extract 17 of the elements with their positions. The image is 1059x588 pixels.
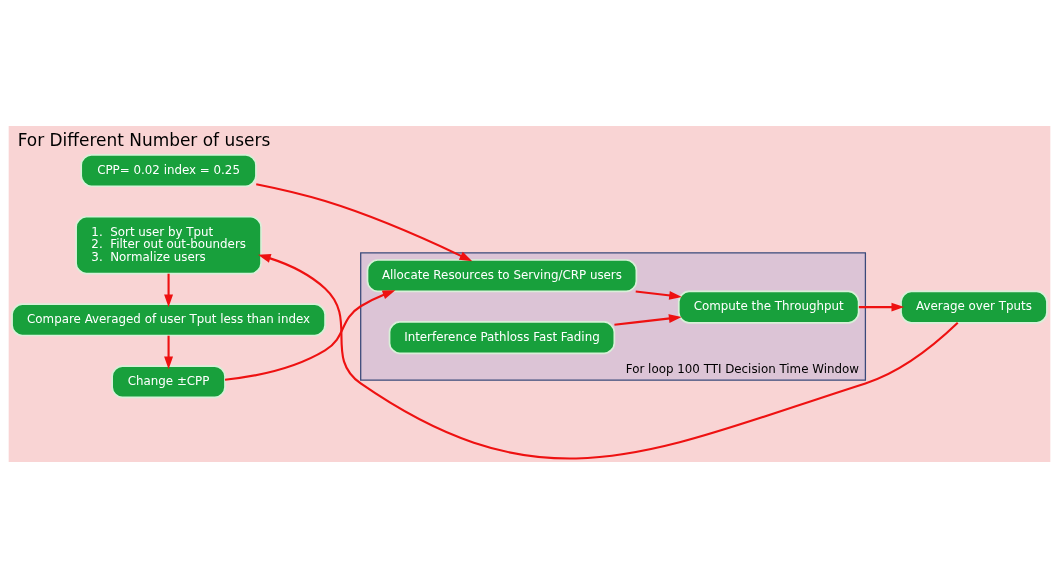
node-box: Compare Averaged of user Tput less than index	[11, 303, 326, 337]
arrow	[614, 314, 682, 326]
node-box: 1. Sort user by Tput 2. Filter out out-bounders 3. Normalize users	[75, 215, 262, 275]
node-box: Change ±CPP	[111, 365, 226, 399]
node-box: Compute the Throughput	[677, 290, 860, 324]
node-box: Allocate Resources to Serving/CRP users	[366, 259, 638, 293]
arrow	[164, 335, 174, 370]
arrow	[257, 254, 959, 460]
arrow	[256, 183, 473, 262]
node-box: Interference Pathloss Fast Fading	[388, 321, 616, 355]
arrow	[858, 302, 905, 312]
node-box: CPP= 0.02 index = 0.25	[80, 154, 257, 188]
node-box: Average over Tputs	[900, 290, 1048, 324]
arrow	[635, 290, 682, 300]
arrow	[224, 290, 396, 381]
diagram-title: For Different Number of users	[17, 130, 271, 151]
arrow	[164, 273, 174, 308]
